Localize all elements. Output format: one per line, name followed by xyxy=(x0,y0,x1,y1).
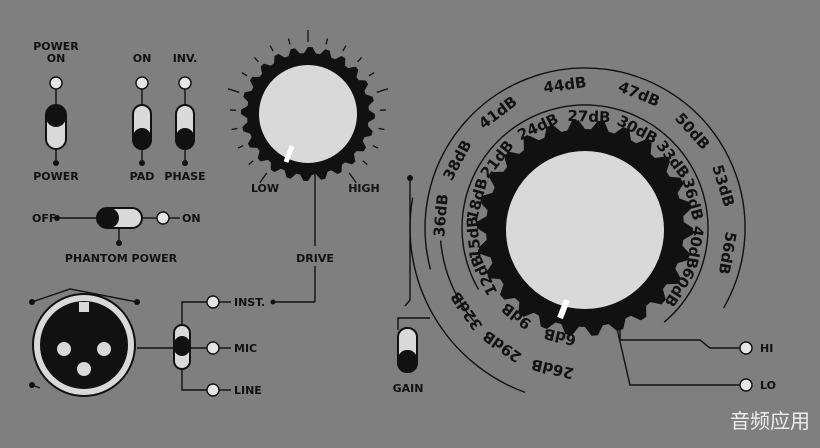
xlr-input-jack[interactable] xyxy=(29,289,140,396)
gain-scale-label: 44dB xyxy=(542,73,587,97)
drive-scale-tick xyxy=(343,46,346,51)
phantom-off-label: OFF xyxy=(32,212,56,225)
pad-switch-bottom-label: PAD xyxy=(130,170,155,183)
drive-scale-tick xyxy=(326,38,328,44)
drive-scale-tick xyxy=(228,89,239,93)
input-selector-switch[interactable] xyxy=(174,325,190,369)
output-hi-jack[interactable]: HI xyxy=(740,342,773,355)
watermark-text: 音频应用 xyxy=(730,409,810,433)
gain-scale-label: 56dB xyxy=(715,230,740,276)
input-inst-label: INST. xyxy=(234,296,265,309)
drive-scale-tick xyxy=(249,161,254,165)
input-mic-label: MIC xyxy=(234,342,257,355)
pad-switch-top-label: ON xyxy=(133,52,152,65)
drive-scale-tick xyxy=(379,128,385,129)
phase-switch-bottom-label: PHASE xyxy=(164,170,205,183)
drive-scale-tick xyxy=(270,46,273,51)
gain-scale-label: 32dB xyxy=(447,288,486,334)
drive-scale-tick xyxy=(377,89,388,93)
drive-low-label: LOW xyxy=(251,182,279,195)
power-switch-bottom-label: POWER xyxy=(33,170,79,183)
drive-scale-tick xyxy=(363,161,368,165)
power-switch[interactable]: POWER ON POWER xyxy=(33,40,79,183)
gain-scale-label: 36dB xyxy=(430,193,452,237)
drive-scale-tick xyxy=(238,146,243,149)
output-lo-label: LO xyxy=(760,379,776,392)
output-lo-jack[interactable]: LO xyxy=(740,379,776,392)
drive-scale-tick xyxy=(242,73,247,76)
drive-scale-tick xyxy=(288,38,290,44)
gain-trim-label: GAIN xyxy=(393,382,424,395)
gain-scale-label: 38dB xyxy=(439,137,475,183)
input-line-label: LINE xyxy=(234,384,262,397)
drive-knob-cap xyxy=(258,64,358,164)
drive-high-label: HIGH xyxy=(348,182,380,195)
phase-switch-top-label: INV. xyxy=(173,52,198,65)
drive-scale-tick xyxy=(373,146,378,149)
drive-scale-tick xyxy=(232,128,238,129)
input-inst-jack[interactable]: INST. xyxy=(207,296,276,309)
phase-switch[interactable]: INV. PHASE xyxy=(164,52,205,183)
drive-scale-tick xyxy=(369,73,374,76)
drive-scale-tick xyxy=(254,57,258,61)
phantom-power-switch[interactable]: OFF ON PHANTOM POWER xyxy=(32,208,201,265)
drive-scale-tick xyxy=(358,57,362,61)
output-hi-label: HI xyxy=(760,342,773,355)
power-switch-on-label: ON xyxy=(47,52,66,65)
input-line-jack[interactable]: LINE xyxy=(207,384,262,397)
drive-label: DRIVE xyxy=(296,252,334,265)
gain-scale-label: 26dB xyxy=(529,355,575,382)
gain-scale-label: 47dB xyxy=(616,78,663,111)
input-mic-jack[interactable]: MIC xyxy=(207,342,257,355)
gain-scale-label: 41dB xyxy=(475,92,520,132)
pad-switch[interactable]: ON PAD xyxy=(130,52,155,183)
phantom-power-label: PHANTOM POWER xyxy=(65,252,178,265)
drive-knob[interactable] xyxy=(228,30,388,183)
gain-trim-switch[interactable] xyxy=(398,328,417,372)
phantom-on-label: ON xyxy=(182,212,201,225)
gain-knob-cap xyxy=(505,150,665,310)
gain-scale-label: 29dB xyxy=(479,327,525,366)
